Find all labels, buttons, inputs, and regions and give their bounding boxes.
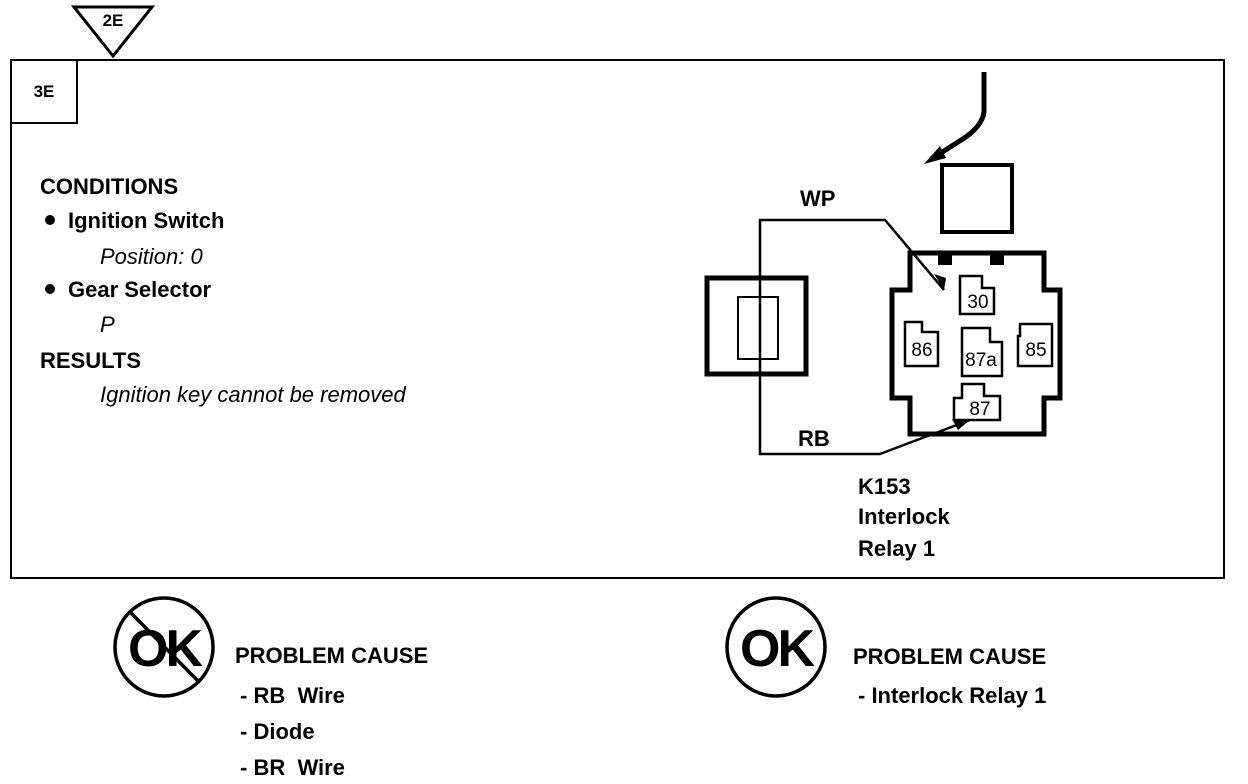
arrowhead-icon <box>934 274 946 290</box>
step-pointer-2e: 2E <box>70 5 156 59</box>
condition-gear-value: P <box>100 312 115 337</box>
conditions-heading: CONDITIONS <box>40 174 178 199</box>
not-ok-icon <box>113 596 215 698</box>
strike-through <box>128 610 201 684</box>
results-text: Ignition key cannot be removed <box>100 382 407 407</box>
socket-latch <box>938 255 952 265</box>
relay-pin-85: 85 <box>1016 322 1054 368</box>
relay-caption-line: K153 <box>858 474 911 499</box>
ok-symbol: OK <box>740 620 815 678</box>
relay-caption-line: Interlock <box>858 504 950 529</box>
ignition-lock-slot <box>737 296 779 360</box>
ok-icon <box>725 596 827 698</box>
relay-pin-30: 30 <box>958 274 996 316</box>
main-frame <box>10 59 1225 579</box>
wire-loop <box>758 218 971 456</box>
not-ok-cause: - Diode <box>240 719 315 744</box>
ok-cause: - Interlock Relay 1 <box>858 683 1046 708</box>
pin-label: 87 <box>969 399 990 420</box>
relay-caption-line: Relay 1 <box>858 536 935 561</box>
outcome-not-ok: OK PROBLEM CAUSE - RB Wire - Diode - BR … <box>113 596 428 780</box>
wire-label-rb: RB <box>798 426 830 451</box>
step-box-label: 3E <box>34 82 55 101</box>
socket-latch <box>990 255 1004 265</box>
pin-label: 87a <box>965 350 997 371</box>
relay-cover-block <box>940 163 1014 234</box>
step-box <box>10 59 78 124</box>
conditions-block: CONDITIONS Ignition Switch Position: 0 G… <box>40 174 224 337</box>
not-ok-cause: - RB Wire <box>240 683 345 708</box>
pin-label: 85 <box>1025 340 1046 361</box>
pointer-label: 2E <box>103 11 124 30</box>
pointer-triangle <box>70 5 156 59</box>
condition-gear-label: Gear Selector <box>68 277 212 302</box>
bullet-icon <box>45 215 55 225</box>
not-ok-heading: PROBLEM CAUSE <box>235 643 428 668</box>
step-box-3e: 3E <box>10 59 78 124</box>
relay-socket <box>889 250 1063 437</box>
results-block: RESULTS Ignition key cannot be removed <box>40 348 407 407</box>
relay-pin-87: 87 <box>952 382 1002 422</box>
results-heading: RESULTS <box>40 348 141 373</box>
wire-label-wp: WP <box>800 186 835 211</box>
relay-pin-86: 86 <box>903 320 940 368</box>
removal-arrow <box>928 72 987 163</box>
outcome-ok: OK PROBLEM CAUSE - Interlock Relay 1 <box>725 596 1046 708</box>
condition-ignition-label: Ignition Switch <box>68 208 224 233</box>
relay-pin-87a: 87a <box>960 326 1004 378</box>
condition-ignition-value: Position: 0 <box>100 244 203 269</box>
arrowhead-icon <box>924 146 946 164</box>
wiring-diagram: WP RB 30 86 87a 85 87 <box>704 72 1063 561</box>
bullet-icon <box>45 284 55 294</box>
not-ok-cause: - BR Wire <box>240 755 345 780</box>
pin-label: 30 <box>967 292 988 313</box>
pin-label: 86 <box>911 340 932 361</box>
ok-heading: PROBLEM CAUSE <box>853 644 1046 669</box>
ignition-lock-housing <box>704 275 809 377</box>
relay-caption: K153 Interlock Relay 1 <box>858 474 950 561</box>
arrowhead-icon <box>952 419 970 430</box>
